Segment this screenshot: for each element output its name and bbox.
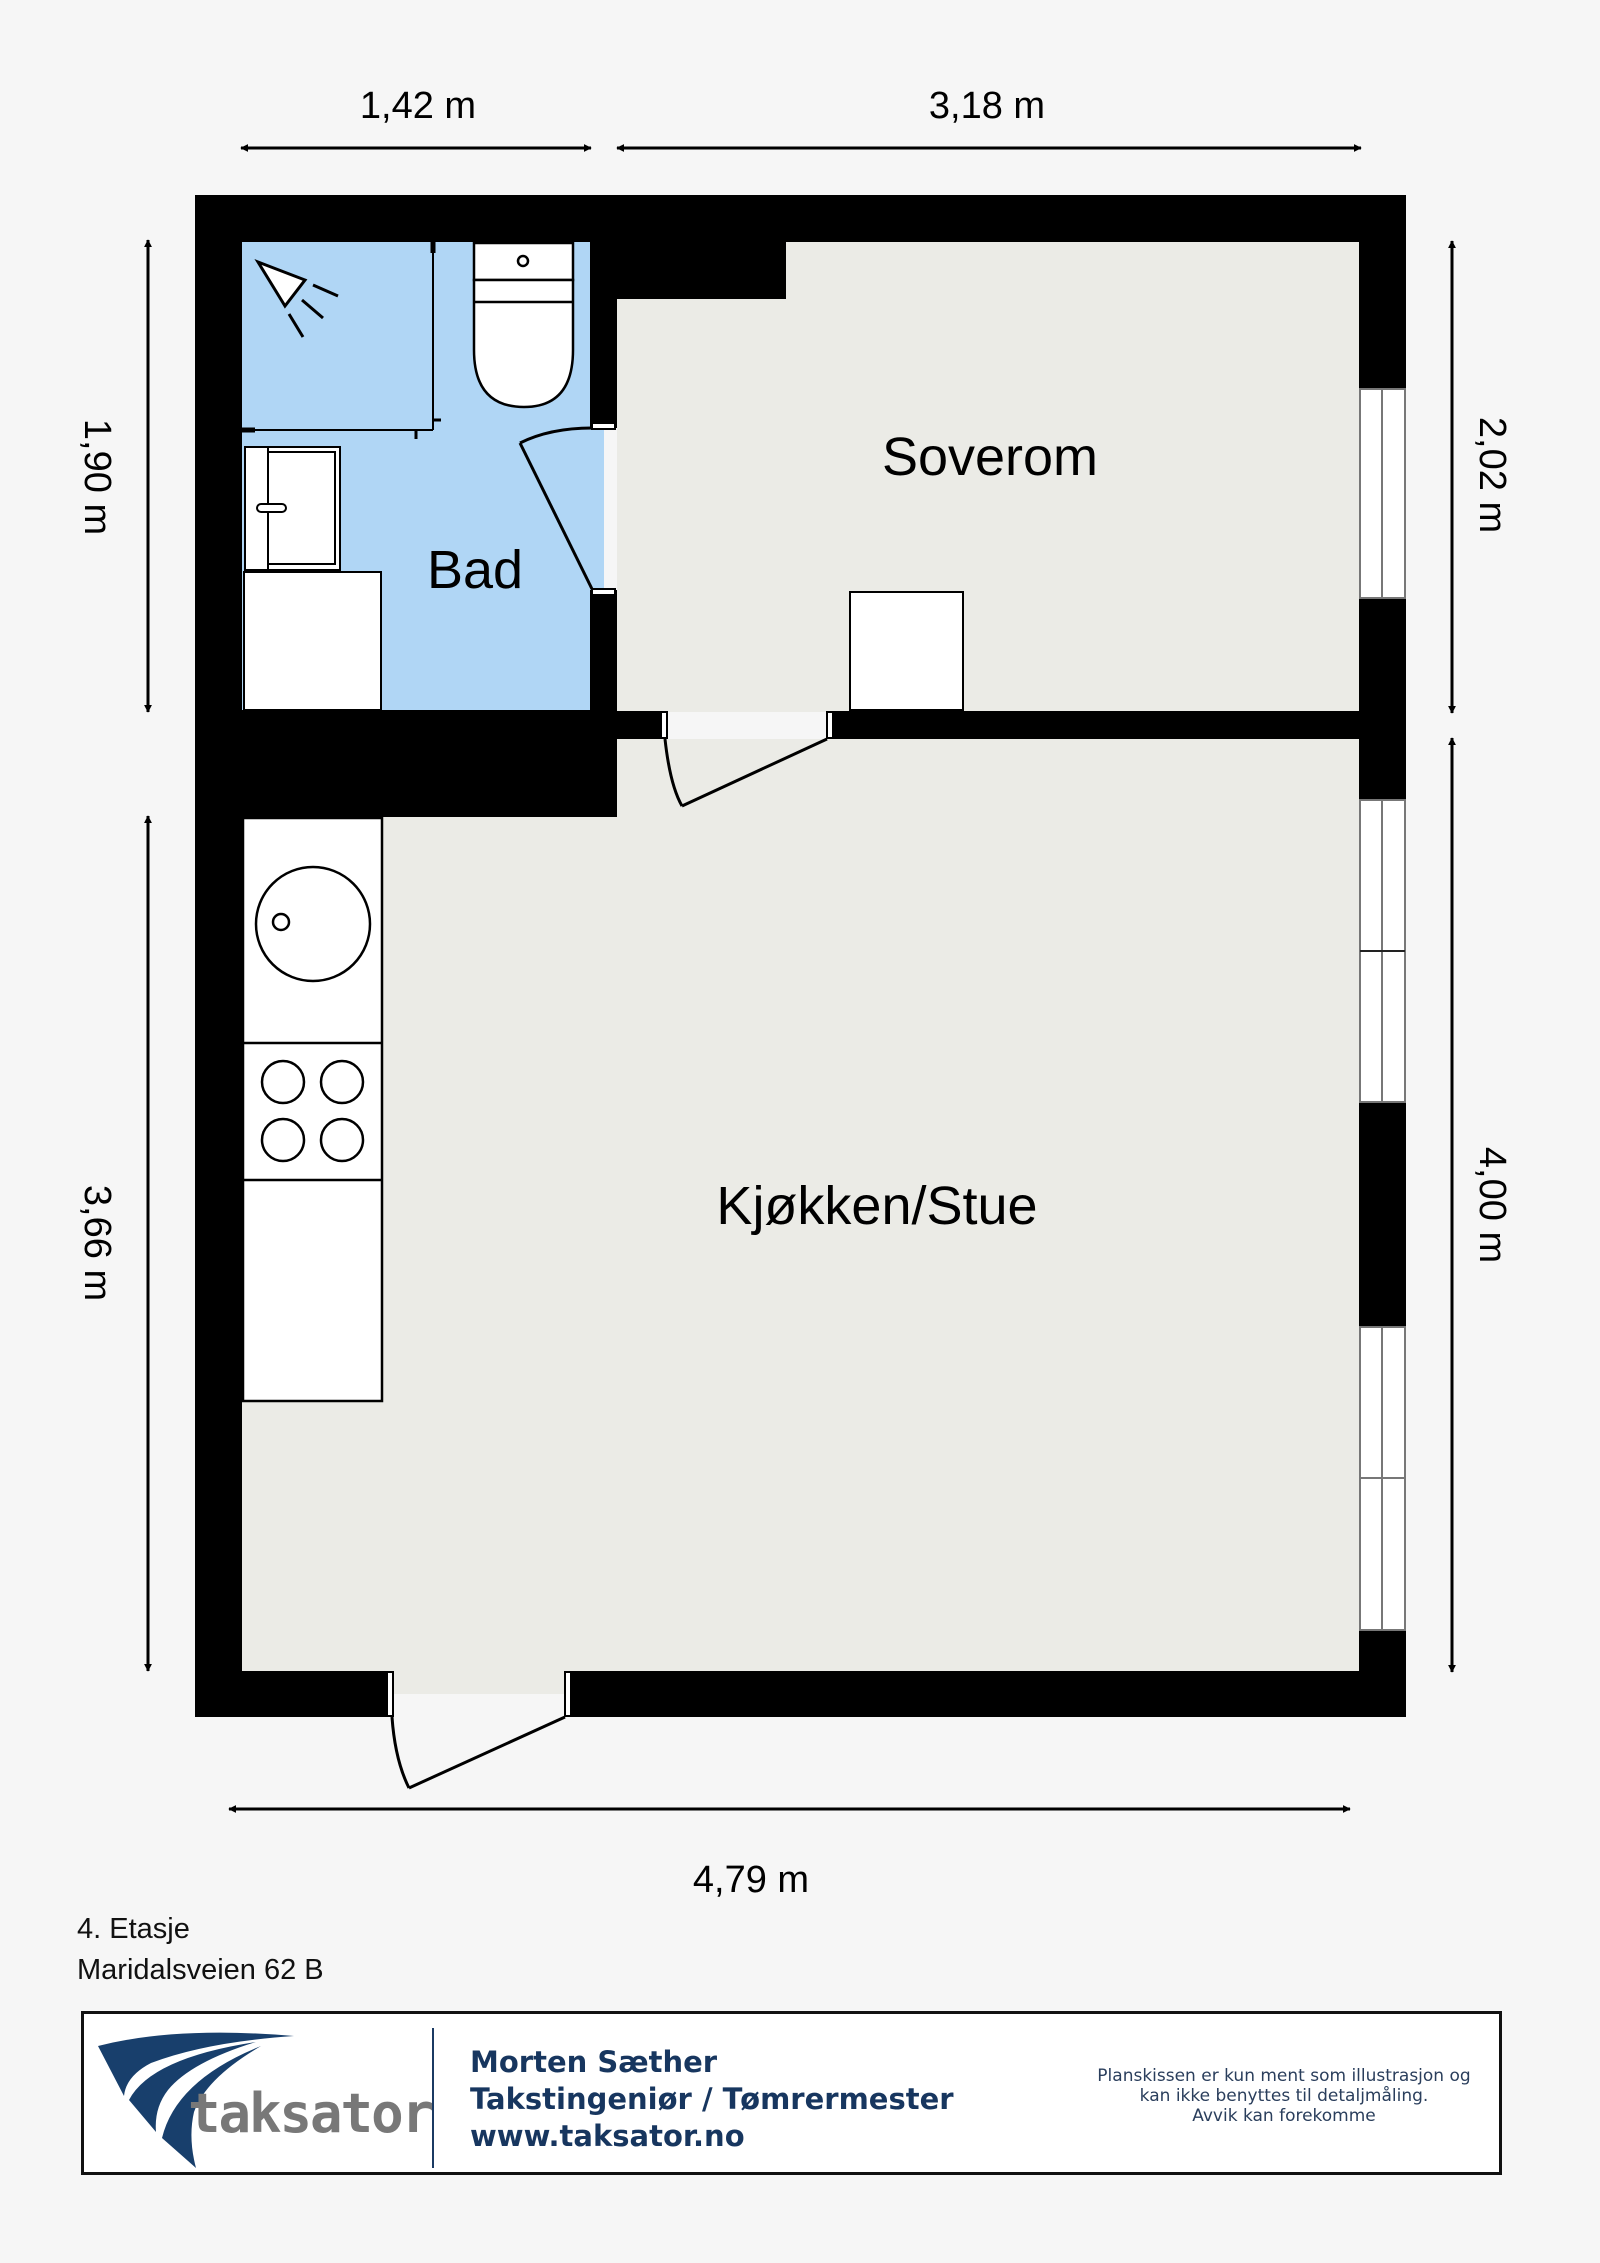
stove-icon — [260, 1059, 365, 1163]
dimension-lines — [144, 144, 1456, 1813]
door-entrance[interactable] — [390, 1715, 566, 1790]
wall-bedroom-kitchen-right — [827, 711, 1359, 739]
bath-fixtures — [242, 241, 575, 711]
kitchen-counter — [241, 816, 384, 1403]
washbasin-icon — [244, 446, 341, 571]
door-bath[interactable] — [518, 426, 594, 590]
wall-bath-kitchen — [242, 710, 617, 817]
room-label-kitchen-living: Kjøkken/Stue — [716, 1176, 1037, 1236]
shower-icon — [254, 259, 339, 338]
floor-level: 4. Etasje — [77, 1913, 190, 1945]
doors — [390, 426, 828, 1790]
bedroom-cabinet — [849, 591, 964, 711]
footer-banner: taksator Morten Sæther Takstingeniør / T… — [81, 2011, 1502, 2175]
wall-top — [195, 195, 1406, 242]
disclaimer-line: Avvik kan forekomme — [1192, 2106, 1376, 2126]
dim-label-right-upper: 2,02 m — [1471, 417, 1513, 533]
wall-bottom-right — [565, 1671, 1406, 1717]
window-living-upper — [1359, 799, 1406, 1103]
dim-label-top-left: 1,42 m — [360, 85, 476, 127]
floor-plan: Bad Soverom Kjøkken/Stue 1,42 m 3,18 m 1… — [76, 85, 1513, 1901]
window-bedroom — [1359, 388, 1406, 599]
company-name: Morten Sæther — [470, 2045, 718, 2079]
wall-bottom-left — [195, 1671, 392, 1717]
room-label-bedroom: Soverom — [882, 427, 1098, 487]
disclaimer-line: kan ikke benyttes til detaljmåling. — [1139, 2086, 1429, 2106]
wall-bedroom-kitchen-left — [617, 711, 667, 739]
dim-label-right-lower: 4,00 m — [1471, 1147, 1513, 1263]
bedroom-floor — [617, 242, 1359, 712]
dim-label-left-lower: 3,66 m — [76, 1185, 118, 1301]
room-label-bath: Bad — [427, 540, 523, 600]
company-info: Morten Sæther Takstingeniør / Tømrermest… — [470, 2044, 954, 2155]
company-website[interactable]: www.taksator.no — [470, 2119, 745, 2153]
dim-label-left-upper: 1,90 m — [76, 419, 118, 535]
wall-bath-bedroom — [590, 242, 617, 428]
kitchen-sink-icon — [254, 865, 372, 983]
address: Maridalsveien 62 B — [77, 1954, 324, 1986]
toilet-icon — [472, 241, 575, 409]
dim-label-bottom: 4,79 m — [693, 1859, 809, 1901]
entrance-threshold — [392, 1671, 565, 1694]
floors — [242, 242, 1359, 1694]
taksator-logo-icon — [98, 2032, 294, 2168]
logo-wordmark: taksator — [188, 2082, 434, 2145]
washing-machine — [243, 571, 382, 711]
door-jambs — [386, 422, 834, 1717]
disclaimer: Planskissen er kun ment som illustrasjon… — [1084, 2066, 1484, 2126]
window-living-lower — [1359, 1326, 1406, 1631]
wall-block-top — [617, 242, 786, 299]
dim-label-top-right: 3,18 m — [929, 85, 1045, 127]
footer-divider — [432, 2028, 434, 2168]
door-bedroom[interactable] — [663, 737, 828, 808]
wall-left — [195, 195, 242, 1717]
shower-screen — [242, 242, 441, 439]
disclaimer-line: Planskissen er kun ment som illustrasjon… — [1097, 2066, 1471, 2086]
company-title: Takstingeniør / Tømrermester — [470, 2082, 954, 2116]
windows — [1359, 388, 1406, 1631]
kitchen-living-floor — [242, 739, 1359, 1672]
